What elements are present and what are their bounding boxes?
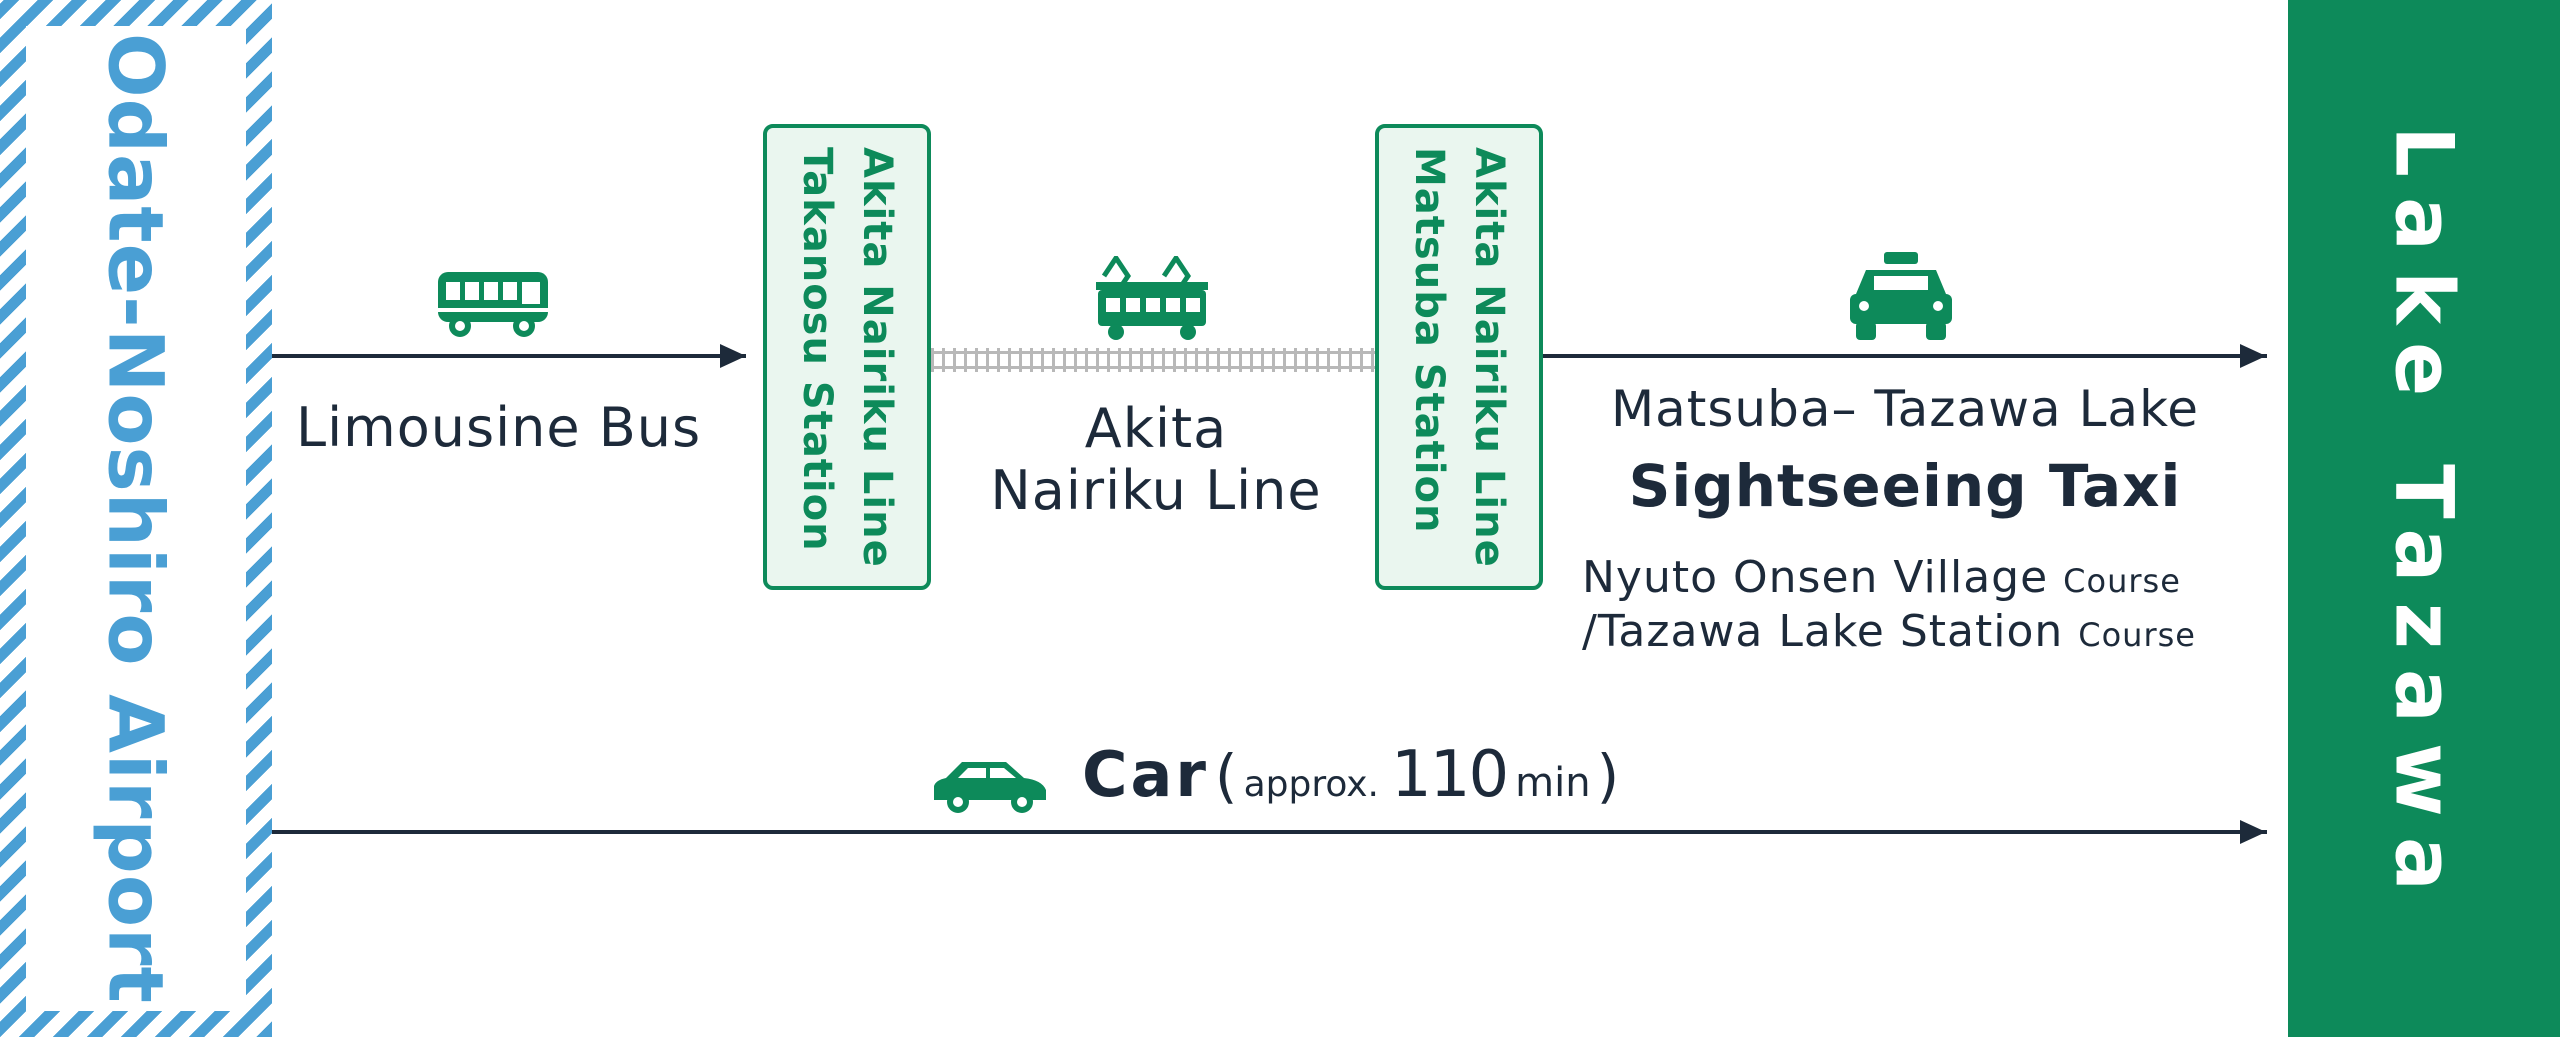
car-mode-label: Car (1082, 738, 1209, 811)
car-icon (928, 756, 1050, 814)
taxi-course-2: /Tazawa Lake Station Course (1582, 606, 2196, 657)
destination-lake-label: Lake Tazawa (2377, 126, 2471, 911)
taxi-icon (1848, 250, 1954, 344)
taxi-route-label-line1: Matsuba– Tazawa Lake (1610, 380, 2200, 438)
bus-route-arrowhead (720, 344, 746, 368)
taxi-course-1: Nyuto Onsen Village Course (1582, 552, 2181, 603)
station-matsuba-line: Akita Nairiku Line (1466, 146, 1512, 568)
bus-route-line (272, 354, 746, 358)
station-matsuba: Akita Nairiku Line Matsuba Station (1375, 124, 1543, 590)
taxi-course-2-suffix: Course (2078, 616, 2196, 654)
train-icon (1094, 256, 1210, 342)
car-duration-value: 110 (1391, 738, 1509, 812)
rail-route-label-line2: Nairiku Line (990, 459, 1322, 522)
taxi-course-1-suffix: Course (2063, 562, 2181, 600)
station-matsuba-text: Akita Nairiku Line Matsuba Station (1399, 147, 1519, 568)
station-takanosu: Akita Nairiku Line Takanosu Station (763, 124, 931, 590)
bus-route-label: Limousine Bus (296, 396, 702, 459)
car-route-label: Car ( approx. 110 min ) (1082, 738, 1625, 812)
taxi-route-label-line2: Sightseeing Taxi (1628, 452, 2182, 520)
station-matsuba-name: Matsuba Station (1406, 146, 1452, 534)
rail-route-label: Akita Nairiku Line (960, 398, 1352, 522)
rail-route-label-line1: Akita (1084, 397, 1228, 460)
bus-icon (436, 270, 550, 340)
car-close-paren: ) (1596, 742, 1620, 810)
origin-airport-inner (26, 26, 246, 1011)
car-open-paren: ( (1214, 742, 1238, 810)
taxi-course-2-name: /Tazawa Lake Station (1582, 606, 2064, 657)
destination-lake-box: Lake Tazawa (2288, 0, 2560, 1037)
station-takanosu-line: Akita Nairiku Line (854, 146, 900, 568)
taxi-route-arrowhead (2240, 344, 2266, 368)
station-takanosu-text: Akita Nairiku Line Takanosu Station (787, 147, 907, 568)
origin-airport-label: Odate-Noshiro Airport (91, 33, 181, 1004)
car-duration-unit: min (1515, 760, 1591, 806)
car-approx: approx. (1243, 764, 1380, 805)
rail-track (931, 348, 1375, 372)
car-route-arrowhead (2240, 820, 2266, 844)
taxi-course-1-name: Nyuto Onsen Village (1582, 552, 2049, 603)
car-route-line (272, 830, 2267, 834)
taxi-route-line (1543, 354, 2267, 358)
station-takanosu-name: Takanosu Station (794, 146, 840, 552)
